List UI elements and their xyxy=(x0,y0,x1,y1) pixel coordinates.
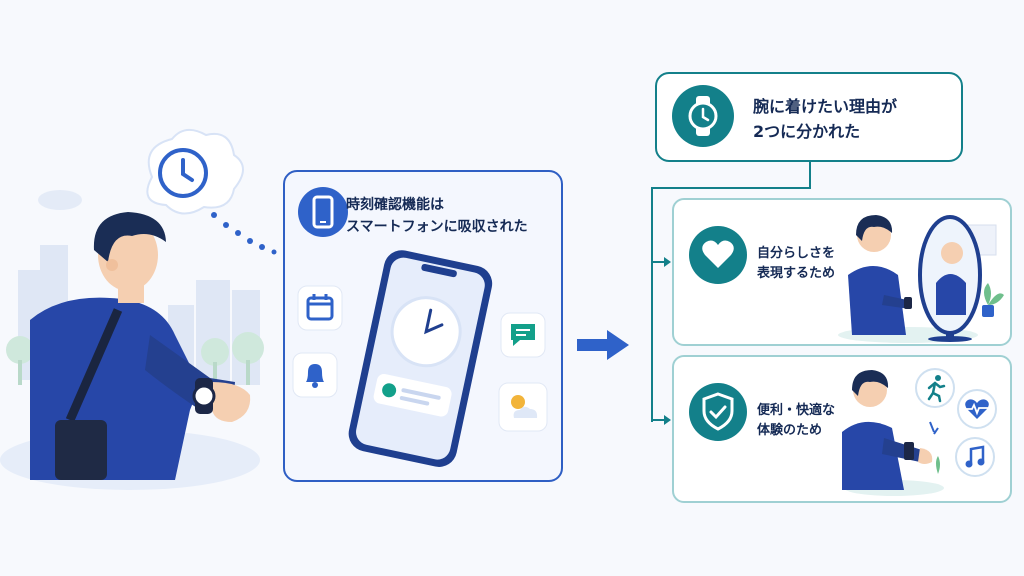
right-arrow-icon xyxy=(577,330,629,360)
clock-icon xyxy=(158,148,208,198)
man-mirror-illustration xyxy=(838,215,1004,343)
smartphone-panel-title: 時刻確認機能は スマートフォンに吸収された xyxy=(346,194,528,238)
panel-title-line-1: 時刻確認機能は xyxy=(346,197,444,213)
reason-2-line-1: 便利・快適な xyxy=(757,403,836,418)
reason-title-line-2: 2つに分かれた xyxy=(753,122,861,141)
watch-icon xyxy=(672,85,734,147)
reason-header-title: 腕に着けたい理由が 2つに分かれた xyxy=(753,94,897,144)
reason-2-line-2: 体験のため xyxy=(757,423,823,438)
heartbeat-icon xyxy=(957,389,997,429)
weather-icon xyxy=(498,382,548,432)
reason-title-line-1: 腕に着けたい理由が xyxy=(753,97,898,116)
man-smartwatch-illustration xyxy=(842,370,944,496)
man-checking-watch-illustration xyxy=(0,190,264,490)
reason-1-line-1: 自分らしさを xyxy=(757,246,836,261)
smartphone-icon xyxy=(298,187,348,237)
dotted-trail xyxy=(211,212,277,255)
heart-icon xyxy=(689,226,747,284)
reason-text-self-expression: 自分らしさを 表現するため xyxy=(757,244,835,284)
reason-text-convenience: 便利・快適な 体験のため xyxy=(757,401,835,441)
panel-title-line-2: スマートフォンに吸収された xyxy=(346,219,528,235)
chat-icon xyxy=(500,312,546,358)
music-icon xyxy=(955,437,995,477)
reason-1-line-2: 表現するため xyxy=(757,266,836,281)
shield-check-icon xyxy=(689,383,747,441)
branch-connector xyxy=(651,162,811,425)
bell-icon xyxy=(292,352,338,398)
calendar-icon xyxy=(297,285,343,331)
running-icon xyxy=(915,368,955,408)
smartphone-illustration xyxy=(348,250,493,467)
